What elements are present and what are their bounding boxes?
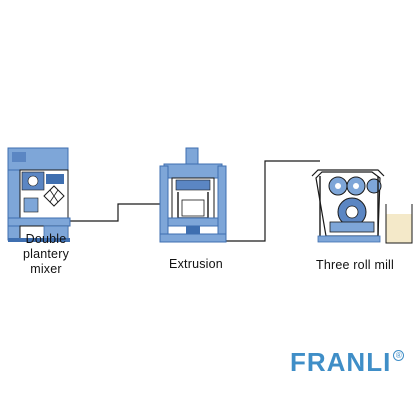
connector-extrusion-to-mill	[222, 160, 320, 242]
logo-text: FRANLI	[290, 347, 392, 377]
label-line: plantery	[22, 247, 70, 261]
label-double-planetary-mixer: Double plantery mixer	[6, 232, 86, 277]
three-roll-mill-machine	[311, 169, 385, 243]
franli-logo: FRANLI ®	[290, 347, 405, 381]
flow-connectors	[70, 160, 320, 242]
mixer-machine	[7, 147, 71, 242]
product-container	[385, 204, 413, 244]
label-extrusion: Extrusion	[160, 257, 232, 272]
label-line: Three roll mill	[315, 258, 394, 272]
label-line: Extrusion	[169, 257, 223, 271]
label-line: Double	[25, 232, 67, 246]
connector-mixer-to-extrusion	[70, 203, 163, 222]
label-three-roll-mill: Three roll mill	[300, 258, 410, 273]
registered-mark-icon: ®	[393, 350, 405, 361]
label-line: mixer	[30, 262, 62, 276]
extrusion-machine	[159, 147, 227, 243]
